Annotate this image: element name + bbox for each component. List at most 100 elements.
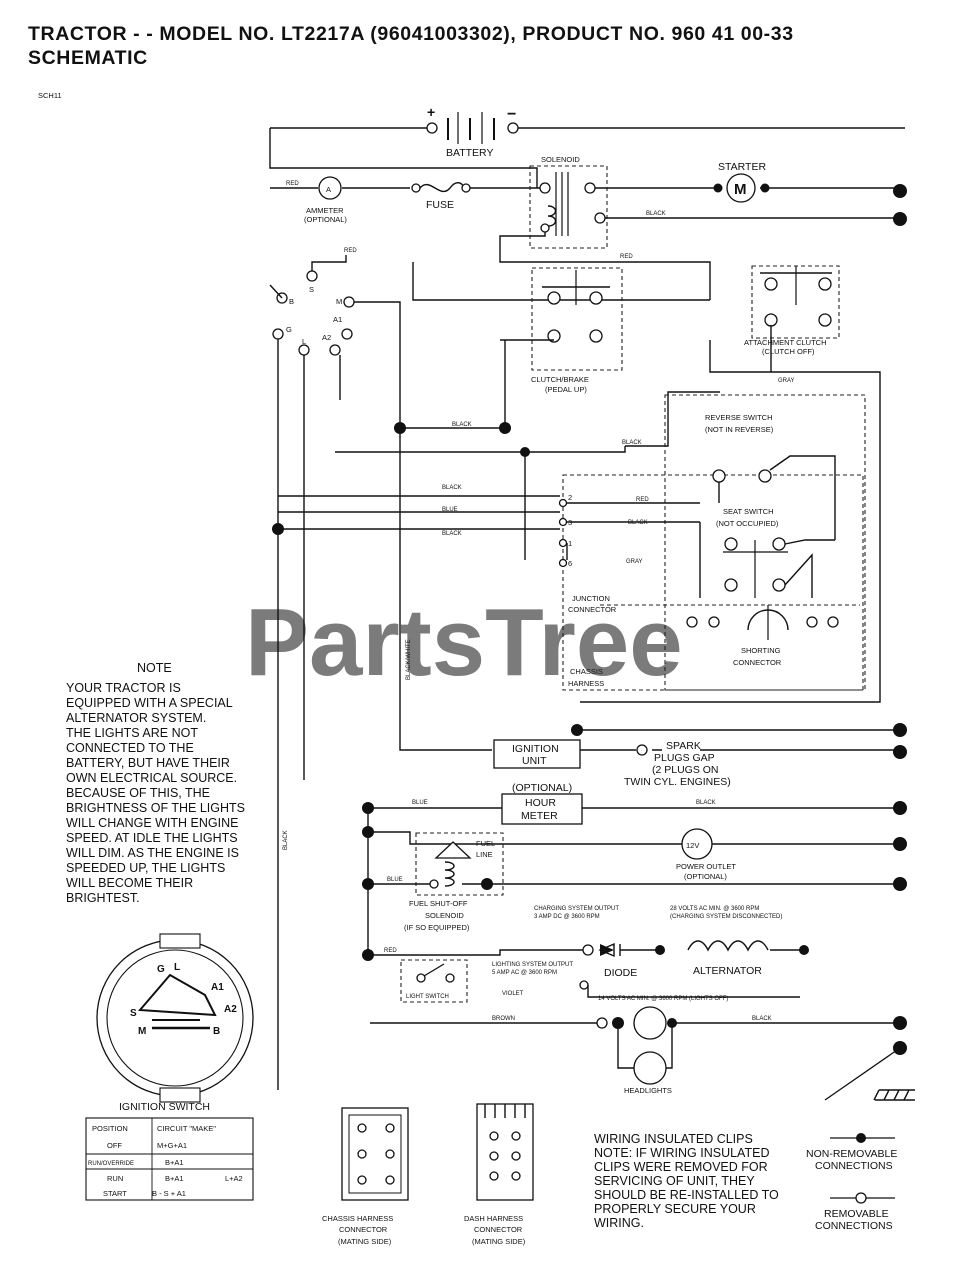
wiring-clips-note: WIRING INSULATED CLIPS NOTE: IF WIRING I…	[594, 1132, 779, 1230]
starter-motor-icon	[726, 173, 756, 203]
wiring-note-line: SERVICING OF UNIT, THEY	[594, 1174, 755, 1188]
ammeter-icon	[318, 176, 342, 200]
removable-label: REMOVABLE	[824, 1208, 889, 1220]
battery-plus-icon: +	[427, 104, 435, 120]
chassis-connector-label-3: (MATING SIDE)	[338, 1237, 392, 1246]
wire-label-black-8: BLACK	[696, 800, 716, 806]
battery: + − BATTERY	[269, 104, 905, 188]
hour-meter-optional: (OPTIONAL)	[512, 782, 572, 794]
connection-legend: NON-REMOVABLE CONNECTIONS REMOVABLE CONN…	[806, 1133, 897, 1232]
lighting-output-label-2: 5 AMP AC @ 3600 RPM	[492, 970, 557, 976]
note-line: SPEEDED UP, THE LIGHTS	[66, 861, 225, 875]
non-removable-label-2: CONNECTIONS	[815, 1160, 893, 1172]
seat-switch-label: SEAT SWITCH	[723, 507, 774, 516]
chassis-connector-label: CHASSIS HARNESS	[322, 1214, 393, 1223]
wire-label-black-9: BLACK	[752, 1016, 772, 1022]
wire-label-brown: BROWN	[492, 1016, 515, 1022]
title-line-2: SCHEMATIC	[28, 47, 148, 69]
note-line: THE LIGHTS ARE NOT	[66, 726, 198, 740]
connection-node	[893, 184, 907, 198]
note-line: WILL CHANGE WITH ENGINE	[66, 816, 238, 830]
note-line: BRIGHTNESS OF THE LIGHTS	[66, 801, 245, 815]
non-removable-label: NON-REMOVABLE	[806, 1148, 897, 1160]
headlights: HEADLIGHTS BROWN BLACK	[370, 1006, 915, 1101]
shorting-label: SHORTING	[741, 646, 781, 655]
terminal-m: M	[336, 297, 342, 306]
power-outlet: 12V POWER OUTLET (OPTIONAL)	[362, 826, 907, 881]
clutch-brake-sub-label: (PEDAL UP)	[545, 385, 587, 394]
wire-label-blue-1: BLUE	[442, 507, 458, 513]
alternator-note: NOTE YOUR TRACTOR IS EQUIPPED WITH A SPE…	[66, 661, 245, 905]
chassis-label: CHASSIS	[570, 667, 603, 676]
ground-icon	[873, 1089, 915, 1101]
reverse-switch-label: REVERSE SWITCH	[705, 413, 773, 422]
non-removable-connection-icon	[856, 1133, 866, 1143]
terminal-a1: A1	[333, 315, 342, 324]
spark-label-4: TWIN CYL. ENGINES)	[624, 776, 731, 788]
table-header-position: POSITION	[92, 1124, 128, 1133]
clutch-brake-switch: CLUTCH/BRAKE (PEDAL UP)	[400, 267, 623, 429]
connection-node	[893, 212, 907, 226]
junction-pin-1: 1	[568, 539, 572, 548]
wire-label-black-1: BLACK	[646, 211, 666, 217]
charging-output-label-2: 3 AMP DC @ 3600 RPM	[534, 914, 600, 920]
switch-terminal-b: B	[213, 1026, 220, 1037]
wiring-note-line: PROPERLY SECURE YOUR	[594, 1202, 756, 1216]
fuel-solenoid-label-2: SOLENOID	[425, 911, 464, 920]
junction-label: JUNCTION	[572, 594, 610, 603]
table-cell: RUN	[107, 1174, 123, 1183]
title-line-1: TRACTOR - - MODEL NO. LT2217A (960410033…	[28, 23, 794, 45]
ammeter-optional-label: (OPTIONAL)	[304, 215, 347, 224]
ignition-unit-label: IGNITION	[512, 743, 559, 755]
wire-label-red-3: RED	[344, 248, 357, 254]
chassis-connector-label-2: CONNECTOR	[339, 1225, 388, 1234]
wire-label-black-7: BLACK	[283, 830, 289, 850]
junction-pin-6: 6	[568, 559, 572, 568]
reverse-switch-terminal	[758, 469, 772, 483]
ignition-unit: IGNITION UNIT SPARK PLUGS GAP (2 PLUGS O…	[493, 723, 907, 788]
switch-terminal-a1: A1	[211, 982, 224, 993]
wiring-note-line: NOTE: IF WIRING INSULATED	[594, 1146, 769, 1160]
fuel-solenoid-coil-icon	[444, 861, 455, 887]
spark-label-3: (2 PLUGS ON	[652, 764, 719, 776]
wire-label-violet: VIOLET	[502, 991, 524, 997]
fuel-solenoid-label-3: (IF SO EQUIPPED)	[404, 923, 470, 932]
ignition-table: POSITION CIRCUIT "MAKE" OFF M+G+A1 RUN/O…	[85, 1117, 254, 1201]
watermark: PartsTree	[245, 589, 683, 696]
table-cell: START	[103, 1189, 127, 1198]
alternator-volts-label-2: (CHARGING SYSTEM DISCONNECTED)	[670, 914, 782, 920]
page-title: TRACTOR - - MODEL NO. LT2217A (960410033…	[28, 22, 958, 70]
wire-label-red: RED	[286, 181, 299, 187]
fuel-solenoid-label: FUEL SHUT-OFF	[409, 899, 468, 908]
ignition-unit-label-2: UNIT	[522, 755, 547, 767]
note-line: BATTERY, BUT HAVE THEIR	[66, 756, 230, 770]
note-line: CONNECTED TO THE	[66, 741, 194, 755]
note-line: EQUIPPED WITH A SPECIAL	[66, 696, 233, 710]
headlight-icon	[633, 1006, 667, 1040]
fuse-label: FUSE	[426, 199, 454, 211]
power-outlet-optional: (OPTIONAL)	[684, 872, 727, 881]
ignition-switch-label: IGNITION SWITCH	[119, 1101, 210, 1113]
wire-label-gray-2: GRAY	[626, 559, 643, 565]
starter-circuit: A AMMETER (OPTIONAL) RED FUSE SOLENOID M…	[270, 155, 907, 300]
note-line: YOUR TRACTOR IS	[66, 681, 181, 695]
battery-label: BATTERY	[446, 147, 493, 159]
alternator-volts-label: 28 VOLTS AC MIN. @ 3600 RPM	[670, 906, 759, 912]
wire-label-black-5: BLACK	[442, 531, 462, 537]
table-cell: L+A2	[225, 1174, 243, 1183]
switch-terminal-m: M	[138, 1026, 146, 1037]
fuel-solenoid: FUEL LINE BLUE FUEL SHUT-OFF SOLENOID (I…	[362, 832, 907, 932]
note-line: ALTERNATOR SYSTEM.	[66, 711, 206, 725]
note-line: BECAUSE OF THIS, THE	[66, 786, 210, 800]
wiring-note-line: WIRING INSULATED CLIPS	[594, 1132, 753, 1146]
diode-label: DIODE	[604, 967, 637, 979]
table-cell: M+G+A1	[157, 1141, 187, 1150]
dash-connector-label-2: CONNECTOR	[474, 1225, 523, 1234]
attachment-clutch-switch: ATTACHMENT CLUTCH (CLUTCH OFF) GRAY BLAC…	[452, 265, 881, 703]
wire-label-red-4: RED	[636, 497, 649, 503]
headlight-icon	[633, 1051, 667, 1085]
note-heading: NOTE	[137, 661, 172, 675]
chassis-sub-label: HARNESS	[568, 679, 604, 688]
terminal-a2: A2	[322, 333, 331, 342]
